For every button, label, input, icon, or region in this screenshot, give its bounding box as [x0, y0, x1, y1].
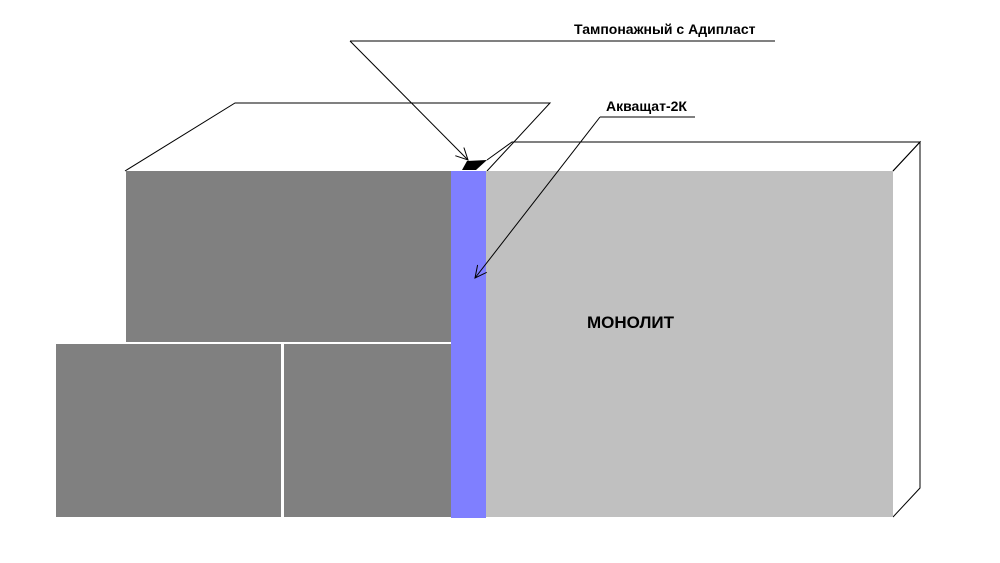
monolith-top-outline — [486, 141, 922, 172]
plug-leader-arrow — [349, 40, 468, 160]
monolith-front — [486, 171, 893, 517]
plug-label: Тампонажный с Адипласт — [574, 21, 756, 37]
membrane-leader-arrow — [475, 116, 601, 278]
block-upper — [126, 171, 451, 342]
monolith-label: МОНОЛИТ — [587, 313, 674, 332]
membrane-strip — [451, 171, 486, 518]
block-lower-right — [284, 344, 451, 517]
block-wall-top-outline — [124, 102, 552, 172]
block-lower-left — [56, 344, 281, 517]
monolith-side-outline — [892, 140, 921, 518]
membrane-label: Акващат-2К — [606, 98, 687, 114]
plug-seal — [462, 160, 487, 170]
